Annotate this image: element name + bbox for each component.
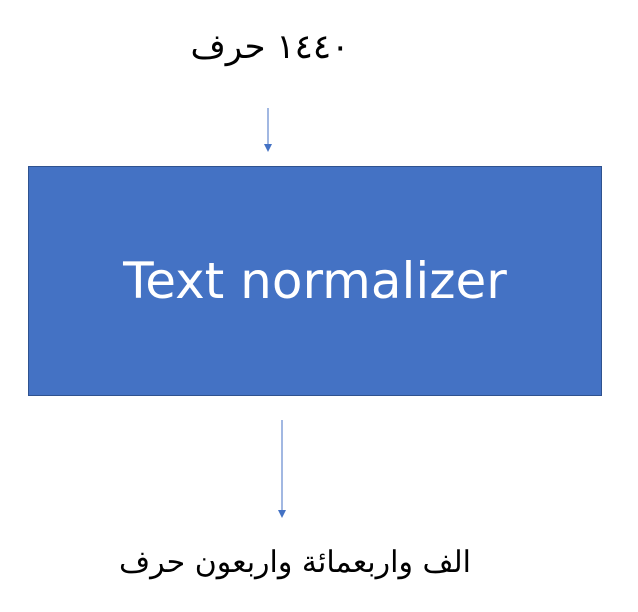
input-arrow — [262, 108, 274, 152]
text-normalizer-label: Text normalizer — [123, 252, 507, 310]
output-arrow — [276, 420, 288, 518]
input-text: ١٤٤٠ حرف — [190, 27, 350, 67]
text-normalizer-box: Text normalizer — [28, 166, 602, 396]
output-text: الف واربعمائة واربعون حرف — [118, 545, 472, 580]
